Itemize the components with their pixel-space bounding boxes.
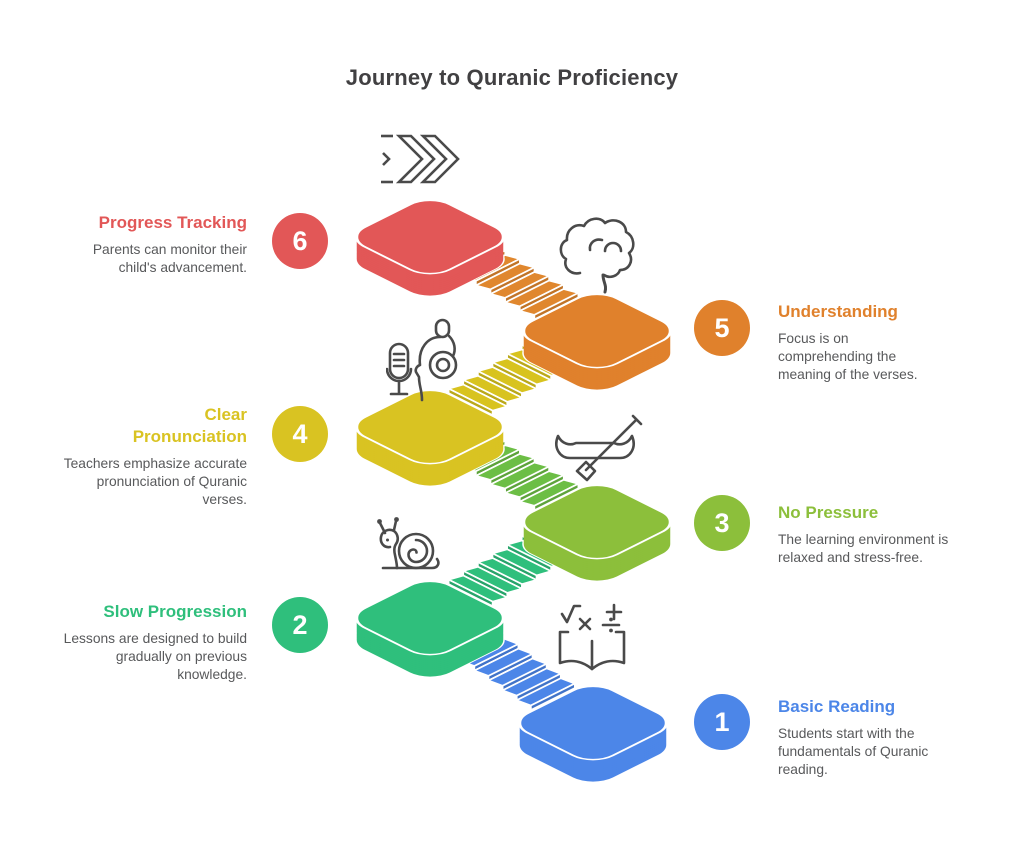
step-number-badge: 4	[272, 406, 328, 462]
step-5-block: Understanding Focus is on comprehending …	[778, 301, 986, 385]
step-number-badge: 5	[694, 300, 750, 356]
platform-1	[518, 685, 668, 783]
math-book-icon	[550, 600, 636, 685]
step-title: Progress Tracking	[98, 213, 247, 232]
platform-5	[522, 293, 672, 391]
step-number-badge: 6	[272, 213, 328, 269]
microphone-person-icon	[385, 318, 466, 409]
step-4-block: Clear Pronunciation Teachers emphasize a…	[60, 404, 247, 510]
step-6-block: Progress Tracking Parents can monitor th…	[60, 212, 247, 277]
platform-4	[355, 389, 505, 487]
step-title: Clear Pronunciation	[132, 405, 247, 446]
step-description: Students start with the fundamentals of …	[778, 725, 929, 778]
step-description: Teachers emphasize accurate pronunciatio…	[63, 455, 247, 508]
step-number-badge: 1	[694, 694, 750, 750]
platform-3	[522, 484, 672, 582]
platform-6	[355, 199, 505, 297]
step-2-block: Slow Progression Lessons are designed to…	[60, 601, 247, 685]
brain-icon	[558, 214, 638, 299]
step-title: No Pressure	[778, 503, 879, 522]
step-title: Slow Progression	[103, 602, 247, 621]
step-number-badge: 2	[272, 597, 328, 653]
step-3-block: No Pressure The learning environment is …	[778, 502, 986, 567]
step-1-block: Basic Reading Students start with the fu…	[778, 696, 986, 780]
platform-2	[355, 580, 505, 678]
step-description: Focus is on comprehending the meaning of…	[778, 330, 918, 383]
step-title: Basic Reading	[778, 697, 896, 716]
canoe-icon	[550, 414, 646, 489]
fast-forward-icon	[374, 130, 466, 193]
step-description: The learning environment is relaxed and …	[778, 531, 949, 566]
step-number-badge: 3	[694, 495, 750, 551]
step-description: Lessons are designed to build gradually …	[63, 630, 247, 683]
snail-icon	[370, 516, 446, 583]
page-title: Journey to Quranic Proficiency	[345, 64, 679, 90]
step-title: Understanding	[778, 302, 898, 321]
step-description: Parents can monitor their child's advanc…	[92, 241, 247, 276]
